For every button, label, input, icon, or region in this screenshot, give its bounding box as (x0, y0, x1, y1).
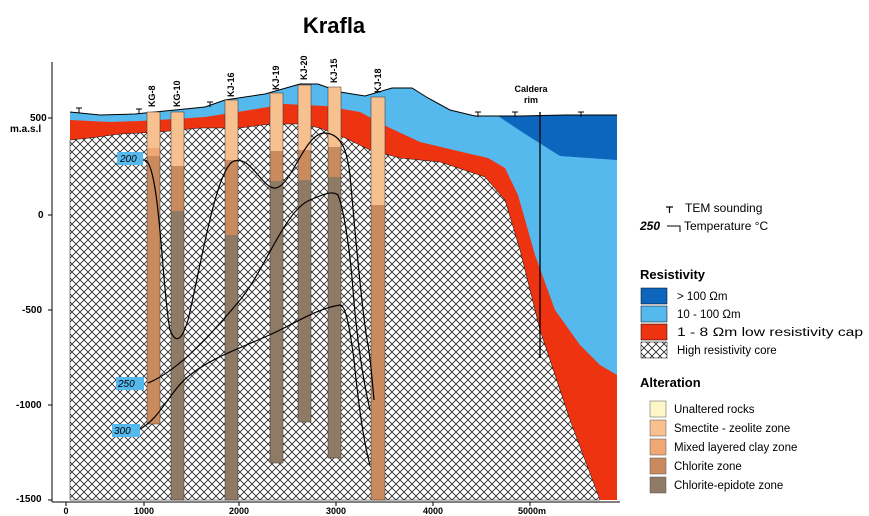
legend-resistivity-low-cap: 1 - 8 Ωm low resistivity cap (677, 327, 863, 339)
well-label-kj-16: KJ-16 (226, 72, 236, 97)
swatch-chlorite-epidote (649, 476, 667, 494)
isotherm-label-250-group: 250 (116, 377, 144, 390)
high-resistivity-zone (498, 115, 617, 160)
well-kj-15 (327, 86, 342, 459)
x-tick-2000: 2000 (229, 506, 249, 516)
tem-sounding-markers (76, 101, 584, 117)
well-kj-18 (370, 96, 386, 501)
isotherm-label-200-group: 200 (117, 152, 143, 165)
well-kj-19 (269, 92, 284, 464)
well-label-kj-18: KJ-18 (373, 68, 383, 93)
swatch-low-resistivity-cap (640, 323, 668, 341)
legend-alteration-title: Alteration (640, 375, 701, 390)
well-label-kj-19: KJ-19 (271, 65, 281, 90)
swatch-high-resistivity-core (640, 341, 668, 359)
y-tick-minus-500: -500 (22, 305, 42, 316)
well-label-kj-15: KJ-15 (329, 58, 339, 83)
isotherm-200 (144, 132, 375, 401)
isotherm-label-300: 300 (114, 426, 131, 437)
legend-tem-sounding: TEM sounding (685, 201, 762, 215)
x-tick-0: 0 (63, 506, 68, 516)
temperature-line-symbol (667, 225, 681, 232)
swatch-mixed-layered-clay (649, 438, 667, 456)
swatch-high-resistivity (640, 287, 668, 305)
swatch-medium-resistivity (640, 305, 668, 323)
legend-resistivity-medium: 10 - 100 Ωm (677, 309, 741, 321)
isotherm-label-200: 200 (119, 154, 137, 165)
y-tick-500: 500 (30, 113, 47, 124)
x-tick-3000: 3000 (326, 506, 346, 516)
well-label-kg-10: KG-10 (172, 80, 182, 107)
legend-alteration-mixed-clay: Mixed layered clay zone (674, 442, 797, 454)
legend-alteration-chlorite: Chlorite zone (674, 461, 742, 473)
legend-alteration-chlorite-epidote: Chlorite-epidote zone (674, 480, 783, 492)
well-kg-10 (170, 111, 185, 501)
legend-alteration-unaltered: Unaltered rocks (674, 404, 755, 416)
legend-temperature-value: 250 (639, 219, 660, 233)
cross-section (69, 83, 617, 501)
y-tick-0: 0 (38, 210, 44, 221)
caldera-label-line-2: rim (524, 95, 538, 105)
swatch-chlorite (649, 457, 667, 475)
tem-sounding-symbol (666, 206, 673, 213)
legend: TEM sounding 250 Temperature °C Resistiv… (639, 201, 863, 494)
well-kg-8 (146, 111, 161, 425)
y-tick-minus-1000: -1000 (16, 400, 42, 411)
swatch-smectite-zeolite (649, 419, 667, 437)
legend-resistivity-title: Resistivity (640, 267, 706, 282)
well-labels: KG-8 KG-10 KJ-16 KJ-19 KJ-20 KJ-15 KJ-18 (147, 55, 383, 107)
isotherm-label-300-group: 300 (112, 424, 140, 437)
x-tick-4000: 4000 (423, 506, 443, 516)
legend-resistivity-high: > 100 Ωm (677, 291, 727, 303)
well-kj-20 (297, 84, 312, 423)
isotherm-label-250: 250 (117, 379, 135, 390)
isotherm-250 (147, 192, 371, 411)
swatch-unaltered-rocks (649, 400, 667, 418)
x-tick-1000: 1000 (134, 506, 154, 516)
y-tick-minus-1500: -1500 (16, 494, 42, 505)
caldera-label-line-1: Caldera (514, 84, 548, 94)
x-tick-5000m: 5000m (518, 506, 546, 516)
legend-alteration-smectite: Smectite - zeolite zone (674, 423, 790, 435)
figure-title: Krafla (303, 13, 366, 38)
axes (48, 62, 620, 506)
well-label-kj-20: KJ-20 (299, 55, 309, 80)
well-kj-16 (224, 99, 239, 501)
y-tick-masl: m.a.s.l (10, 124, 41, 135)
legend-resistivity-core: High resistivity core (677, 345, 777, 357)
legend-temperature-text: Temperature °C (684, 219, 768, 233)
isotherm-300 (137, 304, 371, 466)
well-label-kg-8: KG-8 (147, 85, 157, 107)
